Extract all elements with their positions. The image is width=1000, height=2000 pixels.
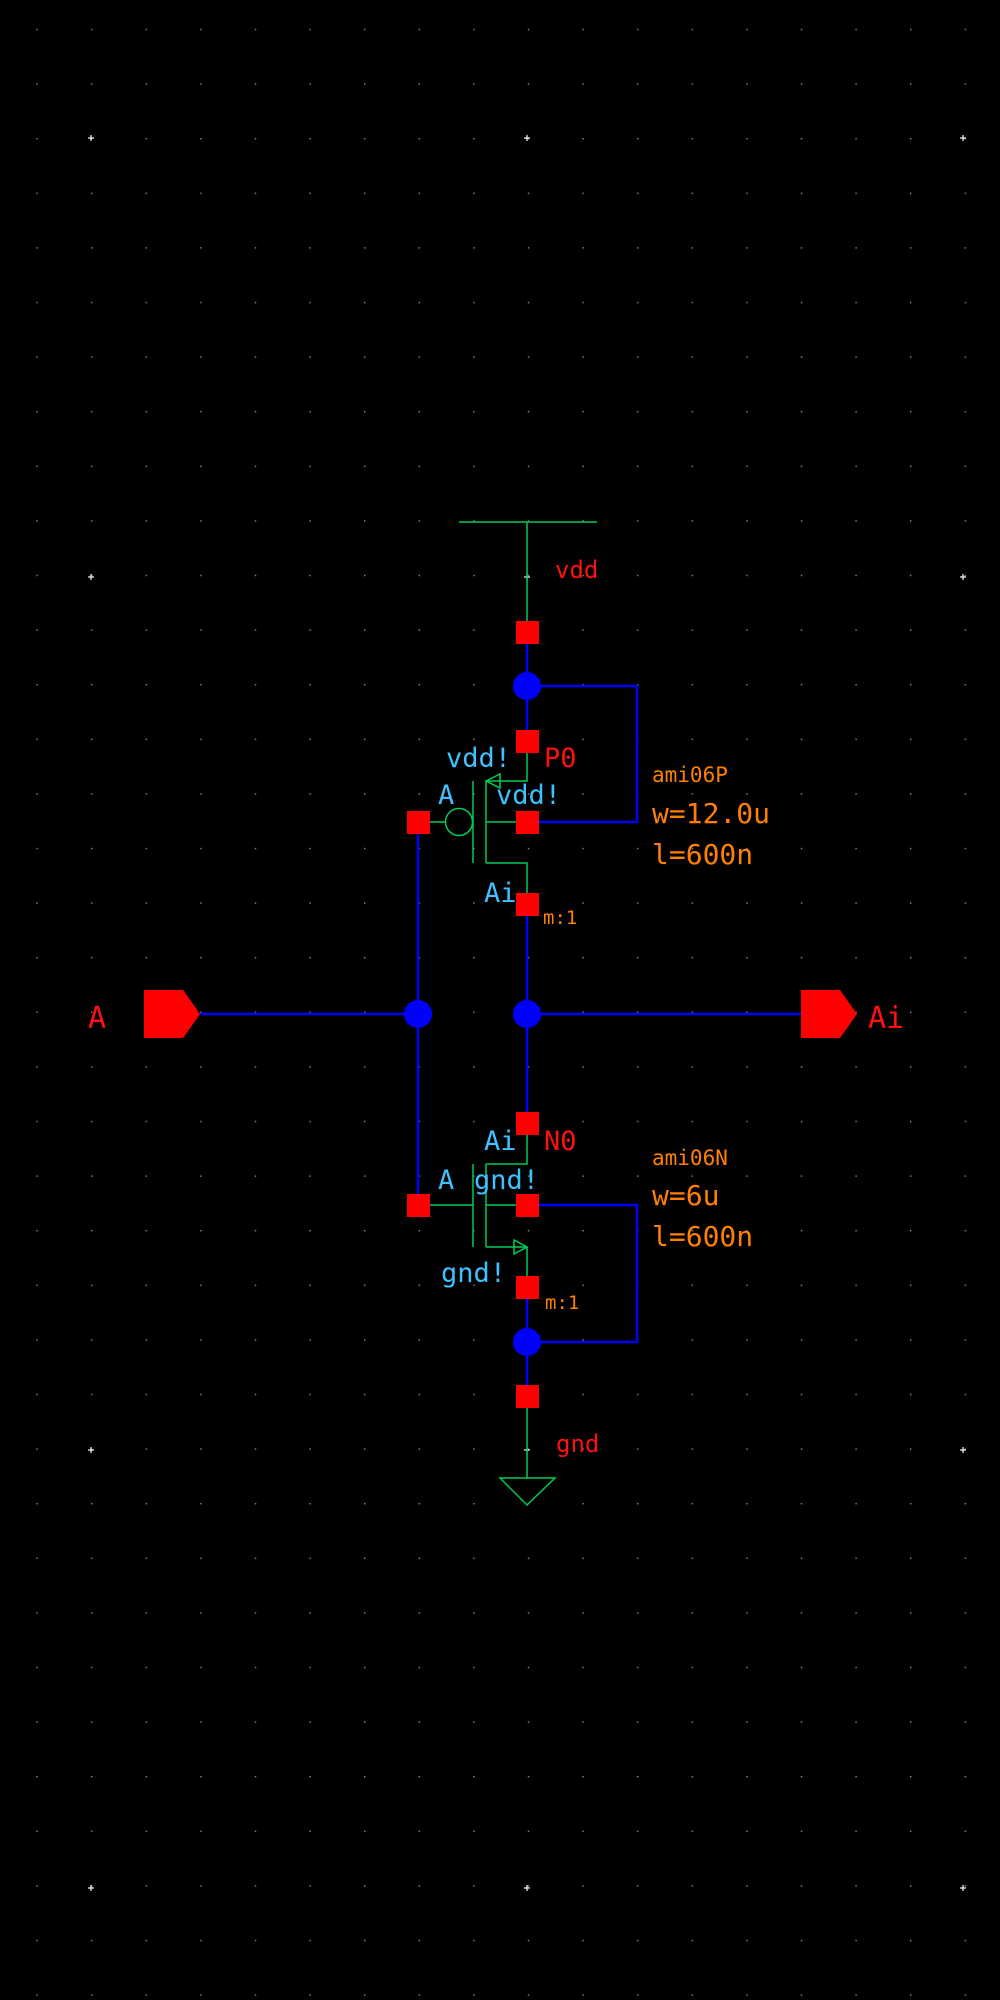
terminals[interactable] bbox=[407, 621, 539, 1408]
junction-dot bbox=[513, 1000, 541, 1028]
nmos-gate-label: A bbox=[438, 1165, 454, 1196]
junctions bbox=[404, 672, 541, 1356]
terminal-pmos-gate bbox=[407, 811, 430, 834]
pmos-drain-label: Ai bbox=[484, 878, 517, 909]
terminal-pmos-source bbox=[516, 730, 539, 753]
input-pin-A[interactable] bbox=[144, 990, 200, 1038]
input-pin-label: A bbox=[88, 1001, 106, 1036]
pmos-source-label: vdd! bbox=[496, 780, 561, 811]
pmos-width: w=12.0u bbox=[652, 797, 770, 830]
nmos-multiplier: m:1 bbox=[545, 1292, 579, 1314]
wire-nmos-bulk bbox=[527, 1203, 639, 1344]
terminal-vdd bbox=[516, 621, 539, 644]
nmos-width: w=6u bbox=[652, 1179, 719, 1212]
junction-dot bbox=[404, 1000, 432, 1028]
terminal-nmos-bulk bbox=[516, 1194, 539, 1217]
pmos-model: ami06P bbox=[652, 763, 728, 787]
terminal-nmos-drain bbox=[516, 1112, 539, 1135]
pmos-gate-label: A bbox=[438, 780, 454, 811]
terminal-pmos-drain bbox=[516, 893, 539, 916]
nmos-model: ami06N bbox=[652, 1146, 728, 1170]
nmos-instance-name: N0 bbox=[544, 1126, 577, 1157]
nmos-drain-label: Ai bbox=[484, 1126, 517, 1157]
wire-pmos-bulk bbox=[527, 684, 639, 824]
vdd-symbol[interactable] bbox=[459, 521, 597, 632]
nmos-source-label: gnd! bbox=[441, 1258, 506, 1289]
gnd-symbol[interactable] bbox=[498, 1396, 557, 1507]
terminal-pmos-bulk bbox=[516, 811, 539, 834]
output-pin-label: Ai bbox=[868, 1001, 904, 1036]
pmos-transistor[interactable] bbox=[418, 741, 528, 904]
gnd-net-label: gnd bbox=[556, 1430, 599, 1458]
junction-dot bbox=[513, 672, 541, 700]
junction-dot bbox=[513, 1328, 541, 1356]
terminal-nmos-gate bbox=[407, 1194, 430, 1217]
terminal-gnd bbox=[516, 1385, 539, 1408]
nmos-length: l=600n bbox=[652, 1220, 753, 1253]
output-pin-Ai[interactable] bbox=[801, 990, 857, 1038]
pmos-instance-name: P0 bbox=[544, 743, 577, 774]
nmos-bulk-label: gnd! bbox=[474, 1165, 539, 1196]
terminal-nmos-source bbox=[516, 1276, 539, 1299]
pmos-bulk-label: vdd! bbox=[446, 743, 511, 774]
vdd-net-label: vdd bbox=[555, 556, 598, 584]
pmos-length: l=600n bbox=[652, 838, 753, 871]
pmos-multiplier: m:1 bbox=[543, 907, 577, 929]
